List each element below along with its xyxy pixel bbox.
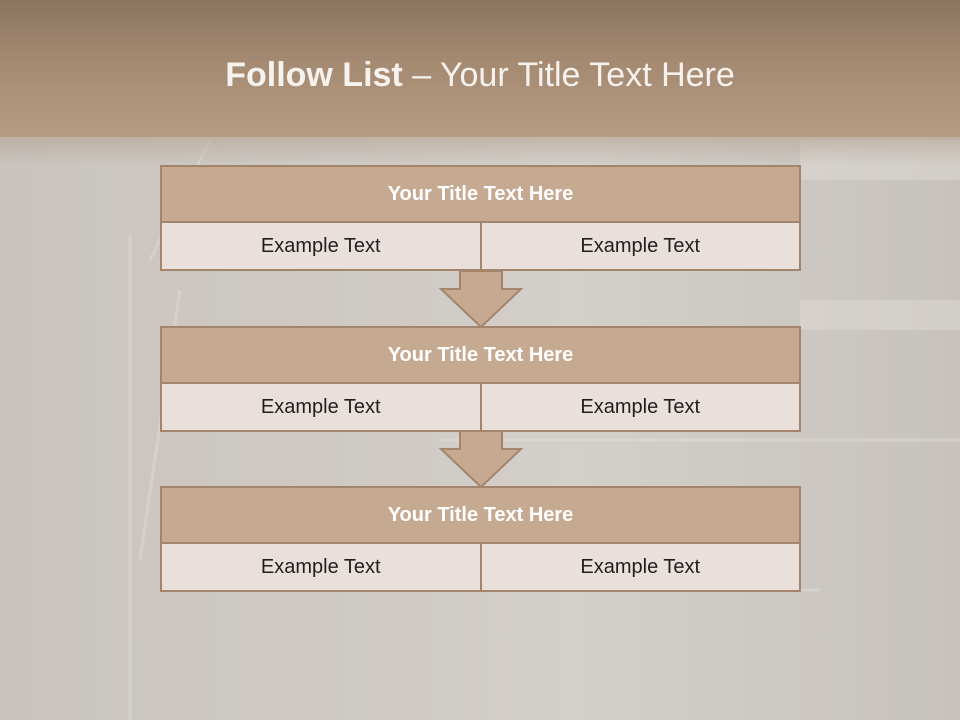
block-cell-left: Example Text	[162, 544, 482, 590]
slide-title-bold: Follow List	[225, 56, 403, 94]
slide-title-rest: – Your Title Text Here	[402, 56, 735, 94]
block-cell-right: Example Text	[580, 396, 701, 418]
block-row: Example Text Example Text	[160, 382, 801, 432]
block-row: Example Text Example Text	[160, 221, 801, 271]
block-cell-right: Example Text	[580, 235, 701, 257]
block-cell-left: Example Text	[162, 223, 482, 269]
block-cell-left: Example Text	[162, 384, 482, 430]
block-title: Your Title Text Here	[160, 486, 801, 544]
title-header-band	[0, 0, 960, 137]
down-arrow-icon	[438, 271, 524, 329]
block-title: Your Title Text Here	[160, 165, 801, 223]
block-row: Example Text Example Text	[160, 542, 801, 592]
header-shadow-strip	[0, 137, 960, 165]
block-cell-right: Example Text	[580, 556, 701, 578]
down-arrow-icon	[438, 431, 524, 489]
slide-title: Follow List – Your Title Text Here	[0, 52, 960, 98]
block-title: Your Title Text Here	[160, 326, 801, 384]
